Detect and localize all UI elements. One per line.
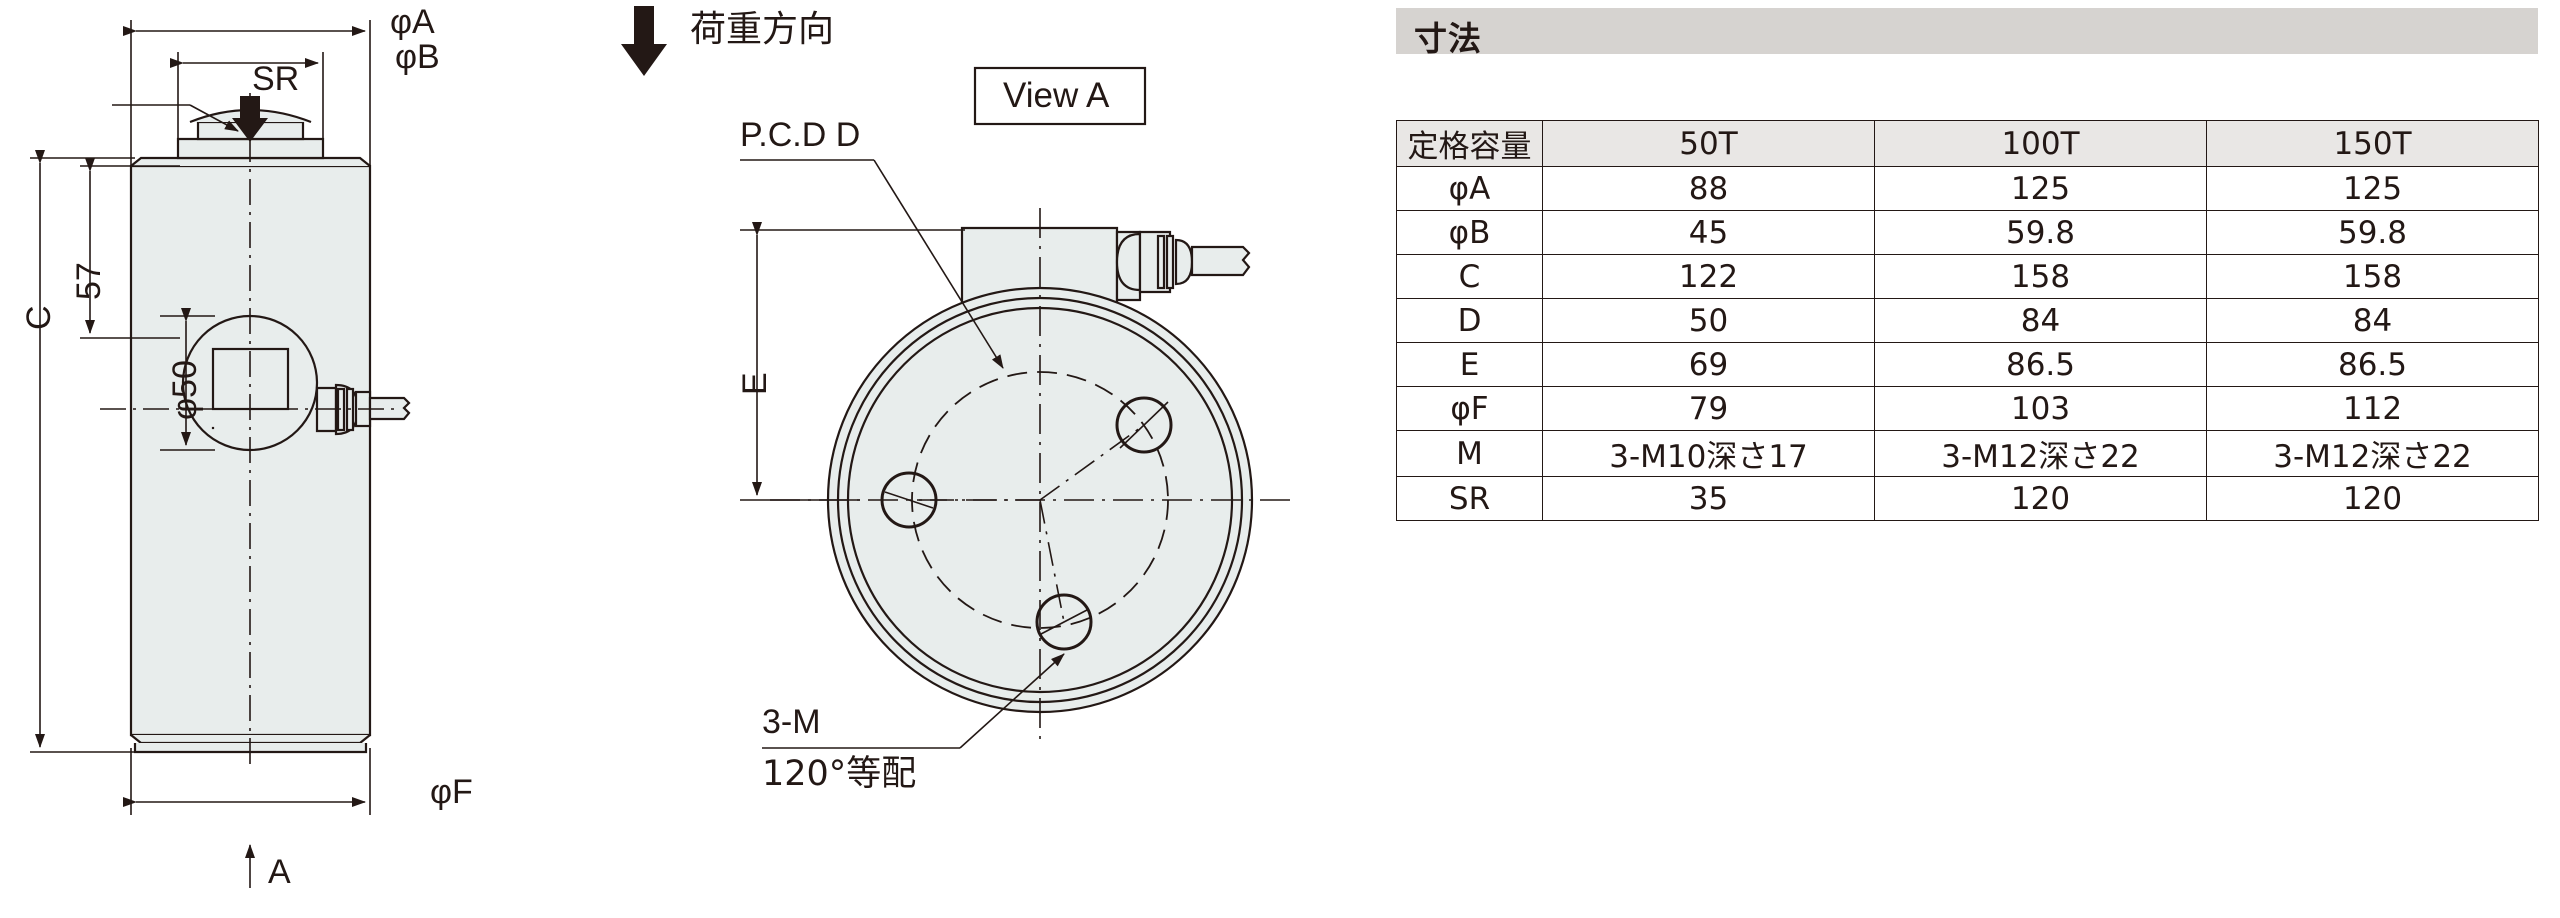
dimensions-table: 定格容量 50T 100T 150T φA 88 125 125 φB 45 5…: [1396, 120, 2539, 521]
leader-3M: [959, 653, 1065, 749]
cell-50t: 69: [1542, 342, 1875, 387]
row-label: φF: [1396, 386, 1543, 431]
cell-150t: 120: [2206, 476, 2539, 521]
column-header-100t: 100T: [1874, 120, 2207, 167]
cell-50t: 45: [1542, 210, 1875, 255]
row-label: M: [1396, 430, 1543, 477]
label-phiF: φF: [430, 773, 473, 811]
cell-100t: 120: [1874, 476, 2207, 521]
dimensions-table-panel: 寸法 定格容量 50T 100T 150T φA 88 125 125 φB 4…: [1390, 0, 2560, 918]
side-cable: [1190, 245, 1251, 277]
label-load-direction: 荷重方向: [690, 9, 835, 50]
load-direction-arrow-icon: [621, 6, 667, 76]
column-header-50t: 50T: [1542, 120, 1875, 167]
bolt-hole-3: [1035, 593, 1093, 651]
row-label: φB: [1396, 210, 1543, 255]
table-row: D 50 84 84: [1396, 298, 2539, 343]
column-header-capacity: 定格容量: [1396, 120, 1543, 167]
cell-50t: 122: [1542, 254, 1875, 299]
side-dimension-lines: [740, 159, 1065, 749]
leader-pcd: [873, 159, 1004, 369]
cell-100t: 125: [1874, 166, 2207, 211]
cell-100t: 86.5: [1874, 342, 2207, 387]
cell-100t: 103: [1874, 386, 2207, 431]
cell-150t: 84: [2206, 298, 2539, 343]
table-row: SR 35 120 120: [1396, 476, 2539, 521]
view-a-title-box: [973, 66, 1147, 126]
cell-150t: 158: [2206, 254, 2539, 299]
cell-100t: 84: [1874, 298, 2207, 343]
load-direction-arrows: [232, 6, 667, 142]
cable: [368, 396, 411, 421]
label-120-equal-spacing: 120°等配: [762, 754, 917, 794]
label-E: E: [736, 372, 774, 395]
table-row: C 122 158 158: [1396, 254, 2539, 299]
label-pcd: P.C.D D: [740, 116, 861, 154]
table-header-row: 定格容量 50T 100T 150T: [1396, 120, 2539, 167]
label-phi50: φ50: [166, 360, 204, 420]
label-view-arrow-A: A: [268, 853, 291, 891]
cell-100t: 158: [1874, 254, 2207, 299]
cell-150t: 125: [2206, 166, 2539, 211]
label-3M: 3-M: [762, 703, 821, 741]
front-dimension-lines: [30, 20, 371, 888]
dimensions-heading-bar: 寸法: [1396, 8, 2538, 58]
cell-50t: 50: [1542, 298, 1875, 343]
cell-50t: 79: [1542, 386, 1875, 431]
bolt-hole-1: [1115, 396, 1173, 454]
table-row: φB 45 59.8 59.8: [1396, 210, 2539, 255]
column-header-150t: 150T: [2206, 120, 2539, 167]
side-gland-body: [1138, 230, 1172, 294]
table-row: φF 79 103 112: [1396, 386, 2539, 431]
load-point-arrow-icon: [232, 96, 268, 142]
label-SR: SR: [252, 60, 300, 98]
dimensions-heading-text: 寸法: [1414, 19, 1482, 58]
technical-drawing-panel: φA φB SR C 57 φ50 φF A 荷重方向 View A P.C.D…: [20, 3, 1290, 891]
label-view-a-box: View A: [1003, 76, 1110, 115]
label-phiB: φB: [395, 38, 440, 76]
drawing-canvas: [30, 6, 1290, 888]
table-row: φA 88 125 125: [1396, 166, 2539, 211]
table-row: M 3-M10深さ17 3-M12深さ22 3-M12深さ22: [1396, 430, 2539, 477]
cell-100t: 3-M12深さ22: [1874, 430, 2207, 477]
leader-SR: [189, 104, 239, 132]
table-row: E 69 86.5 86.5: [1396, 342, 2539, 387]
cell-50t: 3-M10深さ17: [1542, 430, 1875, 477]
row-label: E: [1396, 342, 1543, 387]
label-phiA: φA: [390, 3, 435, 41]
cell-100t: 59.8: [1874, 210, 2207, 255]
label-57: 57: [70, 262, 108, 300]
label-C: C: [20, 305, 58, 330]
row-label: φA: [1396, 166, 1543, 211]
row-label: C: [1396, 254, 1543, 299]
side-view-group: [770, 208, 1290, 745]
row-label: SR: [1396, 476, 1543, 521]
front-view-group: [100, 93, 411, 770]
cell-150t: 112: [2206, 386, 2539, 431]
cell-150t: 59.8: [2206, 210, 2539, 255]
cell-150t: 3-M12深さ22: [2206, 430, 2539, 477]
cell-150t: 86.5: [2206, 342, 2539, 387]
cell-50t: 35: [1542, 476, 1875, 521]
row-label: D: [1396, 298, 1543, 343]
cell-50t: 88: [1542, 166, 1875, 211]
